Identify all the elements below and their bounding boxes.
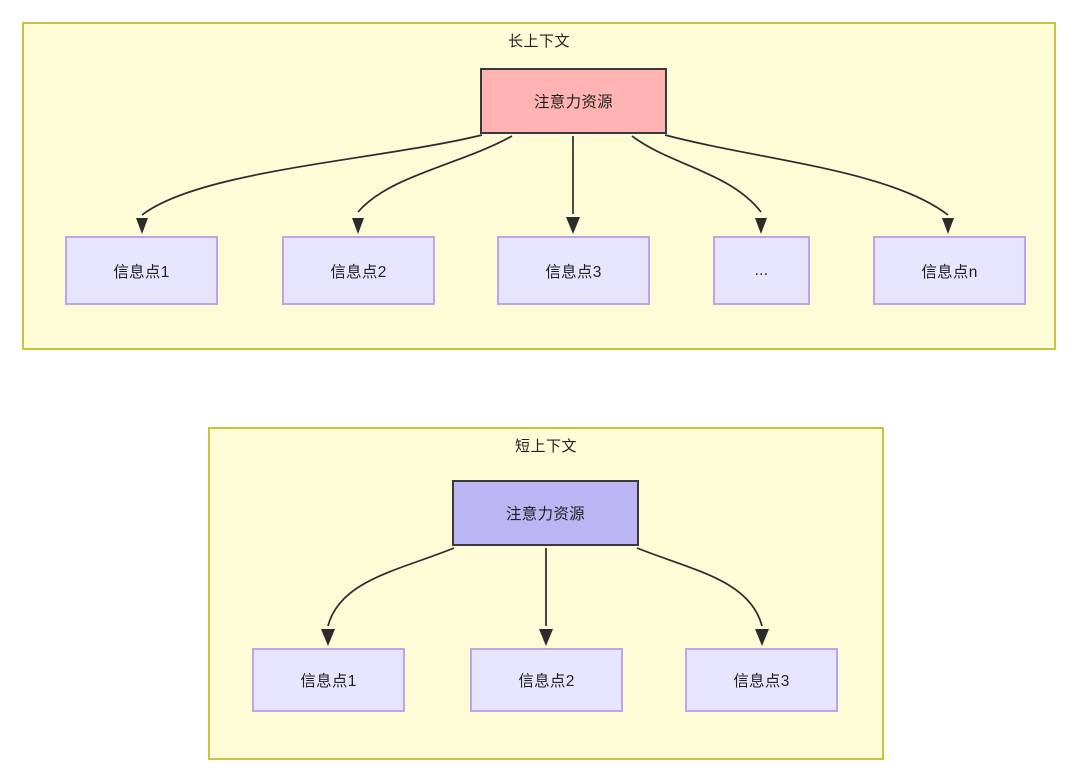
node-info-point-long-1-label: 信息点1 (113, 263, 170, 281)
node-info-point-long-n-label: 信息点n (921, 263, 978, 281)
node-attention-resource-short[interactable]: 注意力资源 (452, 480, 639, 546)
node-info-point-long-ellipsis-label: ... (754, 261, 769, 279)
node-info-point-long-3[interactable]: 信息点3 (497, 236, 650, 305)
node-attention-resource-long-label: 注意力资源 (533, 94, 613, 111)
node-info-point-short-1-label: 信息点1 (300, 673, 357, 690)
node-info-point-short-3[interactable]: 信息点3 (685, 648, 838, 712)
node-info-point-long-ellipsis[interactable]: ... (713, 236, 810, 305)
node-attention-resource-short-label: 注意力资源 (505, 506, 585, 523)
node-info-point-long-2-label: 信息点2 (330, 263, 387, 281)
node-info-point-short-2[interactable]: 信息点2 (470, 648, 623, 712)
node-info-point-short-1[interactable]: 信息点1 (252, 648, 405, 712)
node-attention-resource-long[interactable]: 注意力资源 (480, 68, 667, 134)
node-info-point-long-n[interactable]: 信息点n (873, 236, 1026, 305)
node-info-point-long-3-label: 信息点3 (545, 263, 602, 281)
node-info-point-long-2[interactable]: 信息点2 (282, 236, 435, 305)
node-info-point-short-3-label: 信息点3 (733, 673, 790, 690)
node-info-point-short-2-label: 信息点2 (518, 673, 575, 690)
group-short-context-title: 短上下文 (514, 438, 577, 455)
node-info-point-long-1[interactable]: 信息点1 (65, 236, 218, 305)
group-long-context-title: 长上下文 (507, 33, 570, 50)
